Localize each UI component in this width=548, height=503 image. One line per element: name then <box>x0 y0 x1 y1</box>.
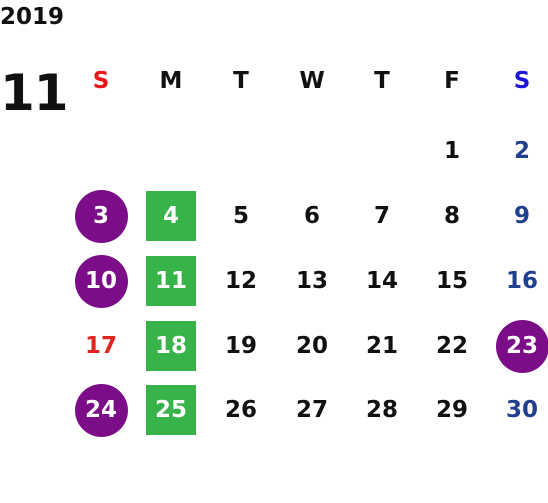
day-cell[interactable]: 24 <box>74 383 128 437</box>
day-cell[interactable]: 21 <box>365 332 398 359</box>
day-cell[interactable]: 28 <box>365 396 398 423</box>
weekday-2: T <box>233 68 249 94</box>
day-cell[interactable]: 14 <box>365 267 398 294</box>
day-cell[interactable]: 1 <box>443 137 460 164</box>
day-cell[interactable]: 27 <box>295 396 328 423</box>
day-cell[interactable]: 15 <box>435 267 468 294</box>
day-cell[interactable]: 20 <box>295 332 328 359</box>
day-cell[interactable]: 7 <box>373 202 390 229</box>
day-cell[interactable]: 3 <box>74 189 128 243</box>
weekday-4: T <box>374 68 390 94</box>
day-cell[interactable]: 19 <box>224 332 257 359</box>
weekday-3: W <box>299 68 325 94</box>
day-cell[interactable]: 29 <box>435 396 468 423</box>
day-cell[interactable]: 13 <box>295 267 328 294</box>
day-cell[interactable]: 2 <box>513 137 530 164</box>
day-cell[interactable]: 22 <box>435 332 468 359</box>
day-cell[interactable]: 23 <box>495 319 548 373</box>
day-cell[interactable]: 11 <box>146 256 196 306</box>
weekday-5: F <box>444 68 460 94</box>
day-cell[interactable]: 25 <box>146 385 196 435</box>
day-cell[interactable]: 10 <box>74 254 128 308</box>
weekday-1: M <box>159 68 183 94</box>
day-cell[interactable]: 5 <box>232 202 249 229</box>
year-label: 2019 <box>0 4 65 30</box>
day-cell[interactable]: 16 <box>505 267 538 294</box>
day-cell[interactable]: 18 <box>146 321 196 371</box>
day-cell[interactable]: 9 <box>513 202 530 229</box>
day-cell[interactable]: 26 <box>224 396 257 423</box>
day-cell[interactable]: 30 <box>505 396 538 423</box>
day-cell[interactable]: 4 <box>146 191 196 241</box>
weekday-6: S <box>513 68 531 94</box>
day-cell[interactable]: 8 <box>443 202 460 229</box>
weekday-0: S <box>92 68 110 94</box>
day-cell[interactable]: 12 <box>224 267 257 294</box>
day-cell[interactable]: 6 <box>303 202 320 229</box>
day-cell[interactable]: 17 <box>84 332 117 359</box>
month-label: 11 <box>0 64 69 122</box>
